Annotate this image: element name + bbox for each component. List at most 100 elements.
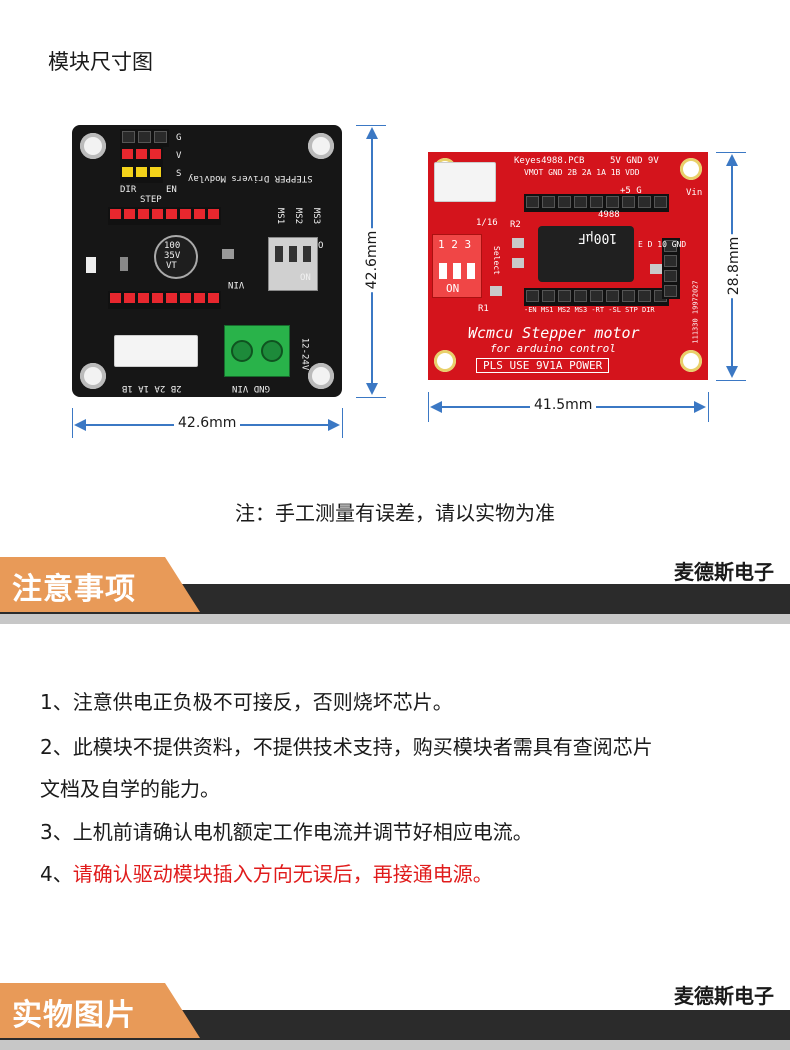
arrow-right-icon: [694, 401, 706, 413]
list-item: 文档及自学的能力。: [40, 773, 220, 802]
smd-part: [490, 286, 502, 296]
dip-switch: [432, 234, 482, 298]
silk-dip-nums: 1 2 3: [438, 238, 472, 251]
silk-o: O: [318, 241, 324, 251]
list-item-number: 4、: [40, 862, 73, 886]
jst-motor-connector: [114, 335, 198, 367]
left-board-image: G V S STEPPER Drivers Modvlay DIR STEP E…: [72, 125, 342, 397]
silk-top: Keyes4988.PCB: [514, 156, 585, 166]
dim-tick: [428, 392, 429, 422]
silk-header-top: STEPPER Drivers Modvlay: [188, 173, 313, 183]
dim-tick: [708, 392, 709, 422]
silk-power: 12-24V: [299, 337, 310, 371]
driver-socket-bottom: [108, 291, 221, 309]
right-board-width-label: 41.5mm: [530, 397, 597, 413]
smd-part: [512, 258, 524, 268]
arrow-up-icon: [726, 154, 738, 166]
silk-vin: Vin: [686, 188, 703, 198]
dim-tick: [342, 408, 343, 438]
silk-cap-100: 100: [164, 241, 181, 251]
list-item-text: 上机前请确认电机额定工作电流并调节好相应电流。: [72, 820, 533, 844]
arrow-right-icon: [328, 419, 340, 431]
driver-socket-top: [108, 207, 221, 225]
driver-socket-bottom: [524, 288, 669, 306]
smd-part: [512, 238, 524, 248]
brand-label: 麦德斯电子: [674, 560, 774, 584]
section-banner-shadow: [0, 1040, 790, 1050]
arrow-down-icon: [726, 366, 738, 378]
silk-cols: VMOT GND 2B 2A 1A 1B VDD: [524, 168, 640, 177]
mount-hole: [680, 350, 702, 372]
arrow-down-icon: [366, 383, 378, 395]
list-item-text: 此模块不提供资料，不提供技术支持，购买模块者需具有查阅芯片: [72, 735, 653, 759]
silk-r1: R1: [478, 304, 489, 314]
left-board-width-label: 42.6mm: [174, 415, 241, 431]
arrow-left-icon: [74, 419, 86, 431]
driver-socket-top: [524, 194, 669, 212]
smd-part: [222, 249, 234, 259]
pin-header-s: [120, 165, 163, 183]
list-item: 3、上机前请确认电机额定工作电流并调节好相应电流。: [40, 816, 533, 845]
silk-side-pins: E D 10 GND: [638, 240, 687, 249]
mount-hole: [680, 158, 702, 180]
section-banner-shadow: [0, 614, 790, 624]
silk-g: G: [176, 133, 182, 143]
mount-hole: [80, 133, 106, 159]
capacitor: [154, 235, 198, 279]
silk-ms2: MS2: [293, 207, 304, 225]
silk-cap-35v: 35V: [164, 251, 181, 261]
dim-tick: [716, 152, 746, 153]
mount-hole: [434, 350, 456, 372]
pin-header-v: [120, 147, 163, 165]
arrow-up-icon: [366, 127, 378, 139]
right-board-image: Keyes4988.PCB 5V GND 9V VMOT GND 2B 2A 1…: [428, 152, 708, 380]
pin-header-g: [120, 129, 169, 147]
list-item-number: 2、: [40, 735, 73, 759]
silk-ms3: MS3: [311, 207, 322, 225]
silk-inductor: 100μF: [578, 230, 618, 245]
silk-vin: VIN: [228, 279, 245, 289]
silk-bottom-term: GND VIN: [232, 383, 270, 393]
silk-select: Select: [491, 246, 501, 275]
silk-main1: Wcmcu Stepper motor: [468, 324, 640, 342]
silk-bottom-pins: -EN MS1 MS2 MS3 -RT -SL STP DIR: [524, 306, 655, 314]
silk-v: V: [176, 151, 182, 161]
section-tag: [0, 557, 200, 612]
list-item: 1、注意供电正负极不可接反，否则烧坏芯片。: [40, 686, 453, 715]
silk-en: EN: [166, 185, 177, 195]
silk-bottom-jst: 2B 2A 1A 1B: [122, 383, 182, 393]
left-board-height-label: 42.6mm: [364, 227, 381, 293]
smd-part: [120, 257, 128, 271]
list-item-number: 1、: [40, 690, 73, 714]
inductor: [538, 226, 634, 282]
silk-main2: for arduino control: [490, 342, 616, 355]
dim-tick: [72, 408, 73, 438]
smd-resistor: [86, 257, 96, 273]
dim-tick: [356, 125, 386, 126]
silk-side-nums: 111330 19972027: [691, 280, 700, 344]
dim-tick: [356, 397, 386, 398]
jst-motor-connector: [434, 162, 496, 202]
dip-switch: [268, 237, 318, 291]
silk-sixteen: 1/16: [476, 218, 498, 228]
silk-cap-vt: VT: [166, 261, 177, 271]
mount-hole: [80, 363, 106, 389]
silk-r2: R2: [510, 220, 521, 230]
silk-dir: DIR: [120, 185, 137, 195]
right-board-height-label: 28.8mm: [726, 233, 743, 299]
dim-tick: [716, 380, 746, 381]
silk-step: STEP: [140, 195, 162, 205]
list-item-text: 请确认驱动模块插入方向无误后，再接通电源。: [72, 862, 493, 886]
list-item-warning: 4、请确认驱动模块插入方向无误后，再接通电源。: [40, 858, 493, 887]
arrow-left-icon: [430, 401, 442, 413]
brand-label: 麦德斯电子: [674, 984, 774, 1008]
power-terminal: [224, 325, 290, 377]
side-header: [662, 238, 680, 299]
section-tag: [0, 983, 200, 1038]
mount-hole: [308, 363, 334, 389]
silk-s: S: [176, 169, 182, 179]
silk-main3: PLS USE 9V1A POWER: [476, 358, 610, 373]
section-title-photos: 实物图片: [12, 998, 136, 1033]
dimension-title: 模块尺寸图: [48, 50, 153, 74]
silk-top-pins: 5V GND 9V: [610, 156, 659, 166]
